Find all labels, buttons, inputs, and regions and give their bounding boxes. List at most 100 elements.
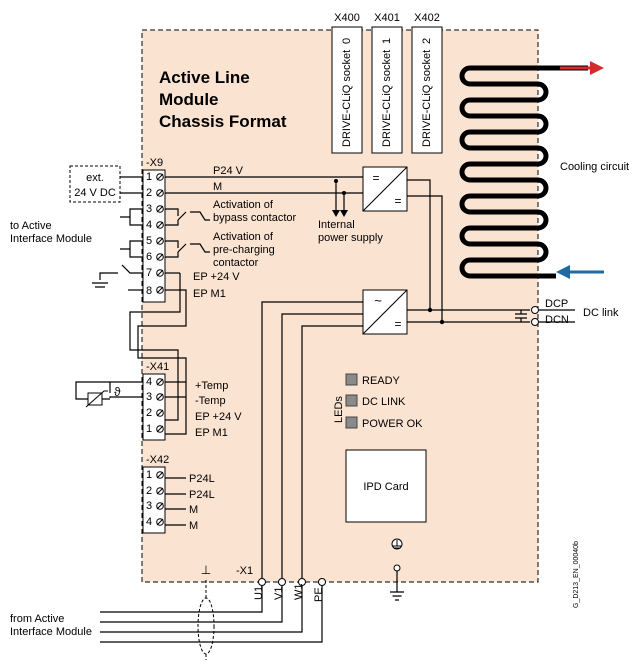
led-panel: LEDs READY DC LINK POWER OK bbox=[333, 373, 423, 430]
dc-link-label: DC link bbox=[583, 307, 619, 319]
dc-dc-converter: = = bbox=[362, 166, 443, 322]
x9-ep24-label: EP +24 V bbox=[193, 271, 240, 283]
socket-x400-connector: X400 bbox=[334, 12, 360, 24]
led-ready bbox=[345, 373, 358, 386]
socket-x402-connector: X402 bbox=[414, 12, 440, 24]
x9-pins: 1 2 3 4 5 6 7 8 bbox=[146, 171, 152, 297]
x9-pin-1: 1 bbox=[146, 171, 152, 183]
ep-wiring: EP +24 V EP M1 bbox=[92, 264, 240, 435]
module-title-line-2: Module bbox=[159, 90, 219, 109]
socket-x402 bbox=[411, 26, 443, 154]
x41-pin-2: 2 bbox=[146, 407, 152, 419]
x42-terminal-block: -X42 1 2 3 4 P24L P24L M M bbox=[142, 454, 215, 534]
socket-x401-label: DRIVE-CLiQ socket bbox=[381, 50, 393, 147]
signal-m: M bbox=[213, 181, 222, 193]
socket-x400-label: DRIVE-CLiQ socket bbox=[341, 50, 353, 147]
x9-name: -X9 bbox=[146, 157, 163, 169]
cooling-in-arrow-head bbox=[556, 265, 570, 279]
x41-signal-plus-temp: +Temp bbox=[195, 380, 228, 392]
cooling-circuit-label: Cooling circuit bbox=[560, 161, 629, 173]
ext-supply-label-1: ext. bbox=[86, 172, 104, 184]
socket-x401 bbox=[371, 26, 403, 154]
bypass-label-1: Activation of bbox=[213, 199, 274, 211]
x9-housing bbox=[142, 169, 166, 303]
incoming-cable: ⊥ from Active Interface Module bbox=[10, 563, 323, 660]
x41-terminal-block: -X41 4 3 2 1 +Temp -Temp EP +24 V EP M1 … bbox=[75, 361, 242, 441]
bypass-label-2: bypass contactor bbox=[213, 212, 296, 224]
ac-dc-bottom-symbol: = bbox=[394, 317, 401, 331]
signal-p24v: P24 V bbox=[213, 165, 244, 177]
cooling-circuit: Cooling circuit bbox=[459, 61, 629, 279]
ext-supply-label-2: 24 V DC bbox=[74, 187, 116, 199]
socket-x402-label: DRIVE-CLiQ socket bbox=[421, 50, 433, 147]
document-id: G_D213_EN_00040b bbox=[573, 541, 580, 608]
ext-supply-box bbox=[69, 165, 121, 203]
cable-shield bbox=[197, 597, 215, 655]
ac-dc-converter: ~ = DCP DCN DC link bbox=[261, 289, 619, 582]
x1-terminal-w1: W1 bbox=[293, 584, 305, 601]
led-power-ok bbox=[345, 416, 358, 429]
x1-name: -X1 bbox=[236, 565, 253, 577]
x9-pin-3: 3 bbox=[146, 203, 152, 215]
active-interface-label-2: Interface Module bbox=[10, 233, 92, 245]
ipd-card-box bbox=[345, 449, 427, 523]
x42-signal-1: P24L bbox=[189, 473, 215, 485]
x9-supply-wiring: P24 V M Internal power supply bbox=[165, 165, 383, 244]
precharge-label-3: contactor bbox=[213, 257, 259, 269]
contactor-wiring: Activation of bypass contactor Activatio… bbox=[10, 199, 296, 269]
led-dc-link-label: DC LINK bbox=[362, 396, 406, 408]
x42-pin-4: 4 bbox=[146, 516, 152, 528]
precharge-label-1: Activation of bbox=[213, 231, 274, 243]
ipd-card-label: IPD Card bbox=[363, 481, 408, 493]
x1-terminal-pe: PE bbox=[313, 587, 325, 602]
x9-pin-4: 4 bbox=[146, 219, 152, 231]
x41-pin-3: 3 bbox=[146, 391, 152, 403]
internal-supply-label-1: Internal bbox=[318, 219, 355, 231]
dc-dc-top-symbol: = bbox=[372, 171, 379, 185]
led-power-ok-label: POWER OK bbox=[362, 418, 423, 430]
x9-pin-8: 8 bbox=[146, 285, 152, 297]
x42-pin-2: 2 bbox=[146, 485, 152, 497]
x9-pin-5: 5 bbox=[146, 235, 152, 247]
led-dc-link bbox=[345, 394, 358, 407]
dc-dc-bottom-symbol: = bbox=[394, 194, 401, 208]
x42-pin-3: 3 bbox=[146, 500, 152, 512]
led-label: LEDs bbox=[333, 396, 345, 423]
internal-ground bbox=[390, 538, 404, 601]
external-24v-supply: ext. 24 V DC bbox=[69, 165, 143, 203]
x42-signal-2: P24L bbox=[189, 489, 215, 501]
x42-pin-1: 1 bbox=[146, 469, 152, 481]
x41-signal-minus-temp: -Temp bbox=[195, 395, 226, 407]
x9-pin-2: 2 bbox=[146, 187, 152, 199]
x9-terminal-block: -X9 1 2 3 4 5 6 7 8 bbox=[142, 157, 166, 303]
x42-signal-4: M bbox=[189, 520, 198, 532]
x41-pin-4: 4 bbox=[146, 376, 152, 388]
x42-housing bbox=[142, 466, 166, 534]
cooling-coil bbox=[459, 65, 588, 279]
x9-pin-6: 6 bbox=[146, 251, 152, 263]
x9-epm1-label: EP M1 bbox=[193, 288, 226, 300]
dc-link-dcn: DCN bbox=[545, 314, 569, 326]
x41-signal-epm1: EP M1 bbox=[195, 427, 228, 439]
socket-x402-index: 2 bbox=[421, 38, 433, 44]
drive-cliq-sockets: X400 X401 X402 DRIVE-CLiQ socket DRIVE-C… bbox=[331, 12, 443, 154]
ac-dc-top-symbol: ~ bbox=[374, 293, 382, 308]
x41-pin-1: 1 bbox=[146, 423, 152, 435]
from-label-1: from Active bbox=[10, 613, 64, 625]
socket-x400 bbox=[331, 26, 363, 154]
dc-link-dcp: DCP bbox=[545, 298, 568, 310]
temp-sensor-theta: ϑ bbox=[114, 385, 121, 399]
socket-x401-index: 1 bbox=[381, 38, 393, 44]
led-ready-label: READY bbox=[362, 375, 401, 387]
x41-housing bbox=[142, 373, 166, 441]
module-title-line-3: Chassis Format bbox=[159, 112, 287, 131]
precharge-label-2: pre-charging bbox=[213, 244, 275, 256]
from-label-2: Interface Module bbox=[10, 626, 92, 638]
x9-pin-7: 7 bbox=[146, 267, 152, 279]
active-interface-label-1: to Active bbox=[10, 220, 52, 232]
cable-ground-symbol: ⊥ bbox=[201, 563, 211, 577]
module-title-line-1: Active Line bbox=[159, 68, 250, 87]
x1-terminal-u1: U1 bbox=[253, 586, 265, 600]
x41-name: -X41 bbox=[146, 361, 169, 373]
